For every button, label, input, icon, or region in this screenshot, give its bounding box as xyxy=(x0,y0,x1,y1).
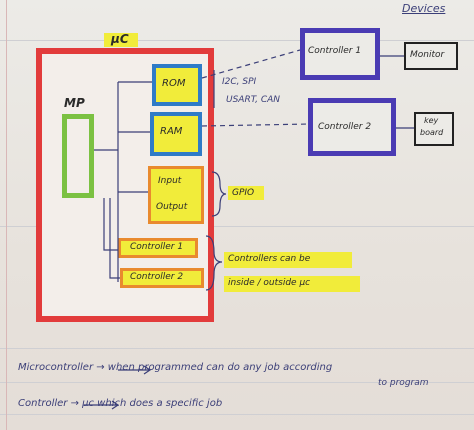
ruled-line xyxy=(0,382,474,383)
external-controller-2-label: Controller 2 xyxy=(318,122,372,132)
external-controller-2-box xyxy=(308,98,396,156)
ruled-line xyxy=(0,414,474,415)
mp-label: MP xyxy=(64,96,85,110)
output-label: Output xyxy=(156,202,188,212)
gpio-label: GPIO xyxy=(232,188,255,198)
inner-controller-2-box xyxy=(120,268,204,288)
gpio-highlight xyxy=(228,186,264,200)
inner-controller-2-label: Controller 2 xyxy=(130,272,184,282)
uc-label: μC xyxy=(111,32,129,46)
inner-controller-1-box xyxy=(118,238,198,258)
external-controller-1-label: Controller 1 xyxy=(308,46,362,56)
microcontroller-definition: Microcontroller → when programmed can do… xyxy=(18,362,333,373)
io-box xyxy=(148,166,204,224)
uc-label-highlight xyxy=(104,33,138,47)
controllers-note-line-2: inside / outside μc xyxy=(228,278,311,288)
protocols-line-1: I2C, SPI xyxy=(222,77,257,87)
ruled-line xyxy=(0,226,474,227)
inner-controller-1-label: Controller 1 xyxy=(130,242,184,252)
microcontroller-definition-cont: to program xyxy=(378,378,429,388)
controllers-note-line-1: Controllers can be xyxy=(228,254,311,264)
controller-definition: Controller → μc which does a specific jo… xyxy=(18,398,223,409)
ruled-line xyxy=(0,40,474,41)
ram-box xyxy=(150,112,202,156)
controllers-note-highlight-1 xyxy=(224,252,352,268)
controllers-note-highlight-2 xyxy=(224,276,360,292)
input-label: Input xyxy=(158,176,182,186)
rom-box xyxy=(152,64,202,106)
keyboard-label-line-2: board xyxy=(420,128,444,137)
external-controller-1-box xyxy=(300,28,380,80)
monitor-box xyxy=(404,42,458,70)
mp-box xyxy=(62,114,94,198)
protocols-line-2: USART, CAN xyxy=(226,95,281,105)
monitor-label: Monitor xyxy=(410,50,445,60)
devices-heading: Devices xyxy=(402,2,446,15)
keyboard-box xyxy=(414,112,454,146)
ram-label: RAM xyxy=(160,126,183,137)
rom-label: ROM xyxy=(162,78,186,89)
ruled-line xyxy=(0,348,474,349)
margin-line xyxy=(6,0,7,430)
keyboard-label-line-1: key xyxy=(424,116,439,125)
